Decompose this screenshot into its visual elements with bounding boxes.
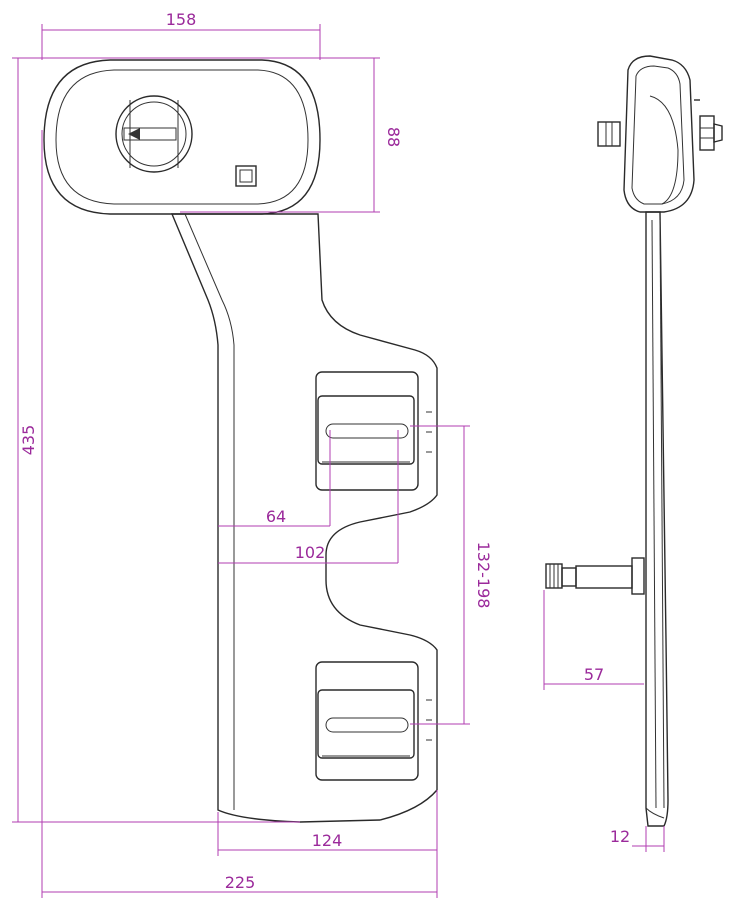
side-hose-connector [694,99,723,151]
arrow-left-icon [128,128,140,140]
dim-total-width: 225 [225,873,256,892]
upper-nozzle-module [315,371,432,491]
dim-total-height: 435 [19,425,38,456]
dim-lower-width: 124 [312,831,343,850]
control-knob [115,95,193,173]
neck-inner-line [184,213,235,810]
dim-hose-length: 57 [584,665,604,684]
front-view [43,59,438,823]
head-outline [43,59,321,215]
mode-switch [235,165,257,187]
head-inner-outline [55,69,309,205]
side-plate [645,211,669,827]
side-dimensions: 57 12 [543,590,665,852]
side-head-outline [623,55,695,213]
dim-head-height: 88 [384,127,403,147]
side-inlet-pipe [545,557,645,595]
lower-nozzle-module [315,661,432,781]
dim-thickness: 12 [610,827,630,846]
body-outline [170,213,438,823]
dim-nozzle-spacing: 132-198 [474,542,493,609]
dim-top-width: 158 [166,10,197,29]
side-view [545,55,723,827]
dim-nozzle-64: 64 [266,507,286,526]
side-knob-stub [597,121,621,147]
dim-nozzle-102: 102 [295,543,326,562]
front-dimensions: 158 88 435 64 102 132-198 124 225 [12,10,493,898]
